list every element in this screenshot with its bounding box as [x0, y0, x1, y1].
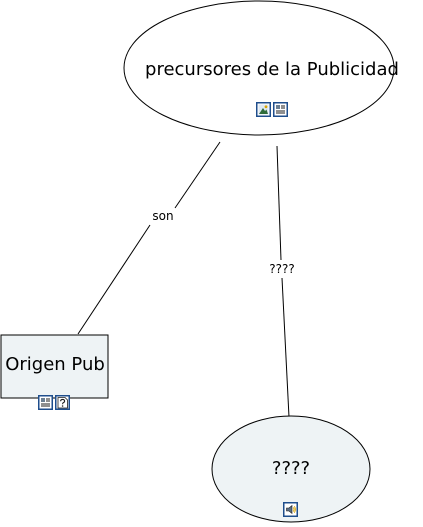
text-document-icon[interactable]	[38, 395, 53, 410]
connector-son-to-origen	[77, 224, 151, 335]
connector-top-to-unknown	[276, 145, 282, 261]
link-label-son[interactable]: son	[152, 209, 173, 223]
concept-node-unknown[interactable]: ????	[211, 415, 371, 523]
text-document-icon[interactable]	[273, 102, 288, 117]
concept-node-precursores-label: precursores de la Publicidad	[145, 59, 399, 80]
link-label-unknown[interactable]: ????	[269, 262, 294, 276]
connector-top-to-son	[174, 141, 221, 209]
audio-icon[interactable]	[283, 502, 298, 517]
concept-node-origen-pub-shape	[0, 334, 109, 399]
concept-node-unknown-shape	[211, 415, 371, 523]
image-icon[interactable]	[256, 102, 271, 117]
concept-node-origen-pub-label: Origen Pub	[5, 354, 105, 375]
concept-node-precursores[interactable]: precursores de la Publicidad	[123, 0, 399, 136]
connector-unknown-to-bottom	[281, 277, 290, 418]
concept-node-unknown-label: ????	[272, 458, 310, 479]
concept-node-precursores-shape	[123, 0, 395, 136]
concept-node-origen-pub[interactable]: Origen Pub	[0, 334, 109, 410]
help-document-icon[interactable]	[55, 395, 70, 410]
